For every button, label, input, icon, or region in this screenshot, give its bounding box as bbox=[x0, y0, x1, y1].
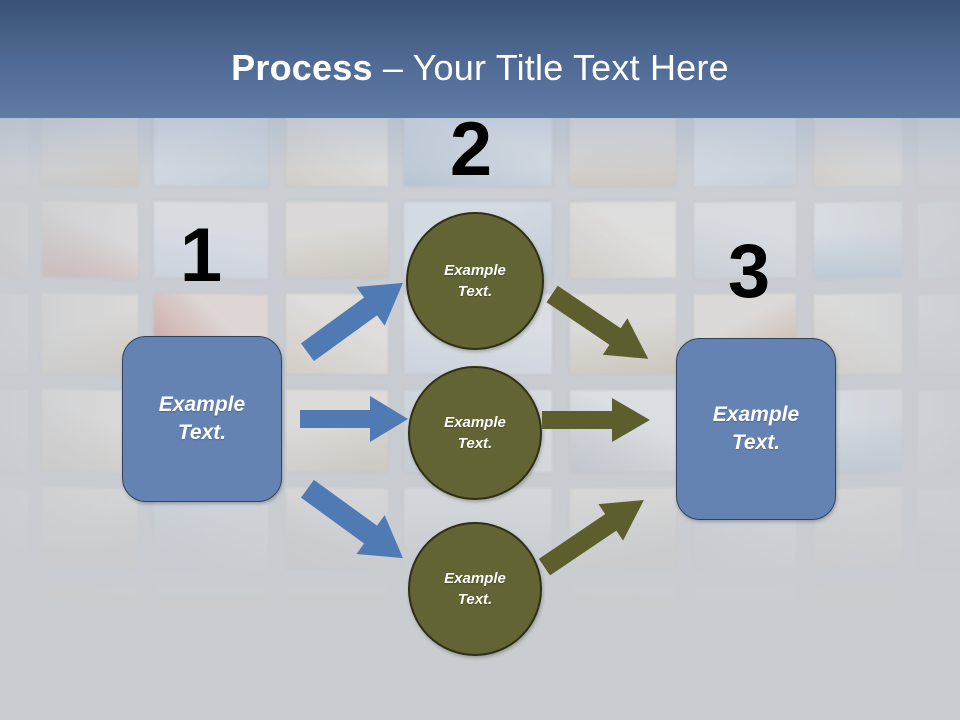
photo-tile bbox=[154, 585, 268, 665]
photo-tile bbox=[814, 201, 902, 279]
photo-tile bbox=[0, 487, 28, 571]
photo-tile bbox=[286, 201, 388, 279]
input-box-label: Example Text. bbox=[158, 393, 246, 444]
arrow-input-to-circle-middle-icon bbox=[300, 396, 408, 442]
photo-tile bbox=[42, 200, 138, 280]
input-box[interactable]: Example Text. bbox=[122, 336, 282, 502]
photo-tile bbox=[918, 292, 960, 376]
process-circle-top[interactable]: Example Text. bbox=[406, 212, 544, 350]
output-box-label: Example Text. bbox=[712, 403, 800, 454]
photo-tile bbox=[918, 200, 960, 280]
photo-tile bbox=[286, 585, 388, 665]
step-number-1: 1 bbox=[179, 213, 223, 298]
arrow-input-to-circle-bottom-icon bbox=[300, 479, 403, 559]
process-circle-middle-label: Example Text. bbox=[444, 414, 506, 452]
output-box[interactable]: Example Text. bbox=[676, 338, 836, 520]
photo-tile bbox=[918, 388, 960, 474]
arrow-input-to-circle-top-icon bbox=[300, 282, 403, 362]
photo-tile bbox=[814, 585, 902, 665]
photo-tile bbox=[814, 107, 902, 187]
photo-tile bbox=[0, 107, 28, 187]
step-number-2: 2 bbox=[449, 107, 493, 192]
photo-tile bbox=[570, 107, 676, 187]
process-circle-bottom-label: Example Text. bbox=[444, 570, 506, 608]
page-title-bold: Process bbox=[231, 47, 373, 88]
process-circle-middle[interactable]: Example Text. bbox=[408, 366, 542, 500]
photo-tile bbox=[918, 106, 960, 188]
photo-tile bbox=[0, 201, 28, 279]
arrow-circle-middle-to-output-icon bbox=[542, 398, 650, 442]
photo-tile bbox=[570, 201, 676, 279]
photo-tile bbox=[42, 106, 138, 188]
photo-tile bbox=[0, 389, 28, 473]
arrow-circle-top-to-output-icon bbox=[546, 285, 649, 359]
arrow-circle-bottom-to-output-icon bbox=[538, 500, 644, 576]
process-circle-bottom[interactable]: Example Text. bbox=[408, 522, 542, 656]
photo-tile bbox=[154, 107, 268, 187]
page-title: Process – Your Title Text Here bbox=[0, 47, 960, 89]
photo-tile bbox=[694, 107, 796, 187]
photo-tile bbox=[918, 486, 960, 572]
step-number-3: 3 bbox=[727, 229, 771, 314]
photo-tile bbox=[0, 585, 28, 665]
photo-tile bbox=[694, 585, 796, 665]
photo-tile bbox=[918, 584, 960, 666]
photo-tile bbox=[0, 293, 28, 375]
photo-tile bbox=[286, 107, 388, 187]
page-title-regular: – Your Title Text Here bbox=[372, 47, 729, 88]
photo-tile bbox=[570, 585, 676, 665]
photo-tile bbox=[42, 584, 138, 666]
process-circle-top-label: Example Text. bbox=[444, 262, 506, 300]
header-band bbox=[0, 0, 960, 118]
photo-tile bbox=[42, 486, 138, 572]
